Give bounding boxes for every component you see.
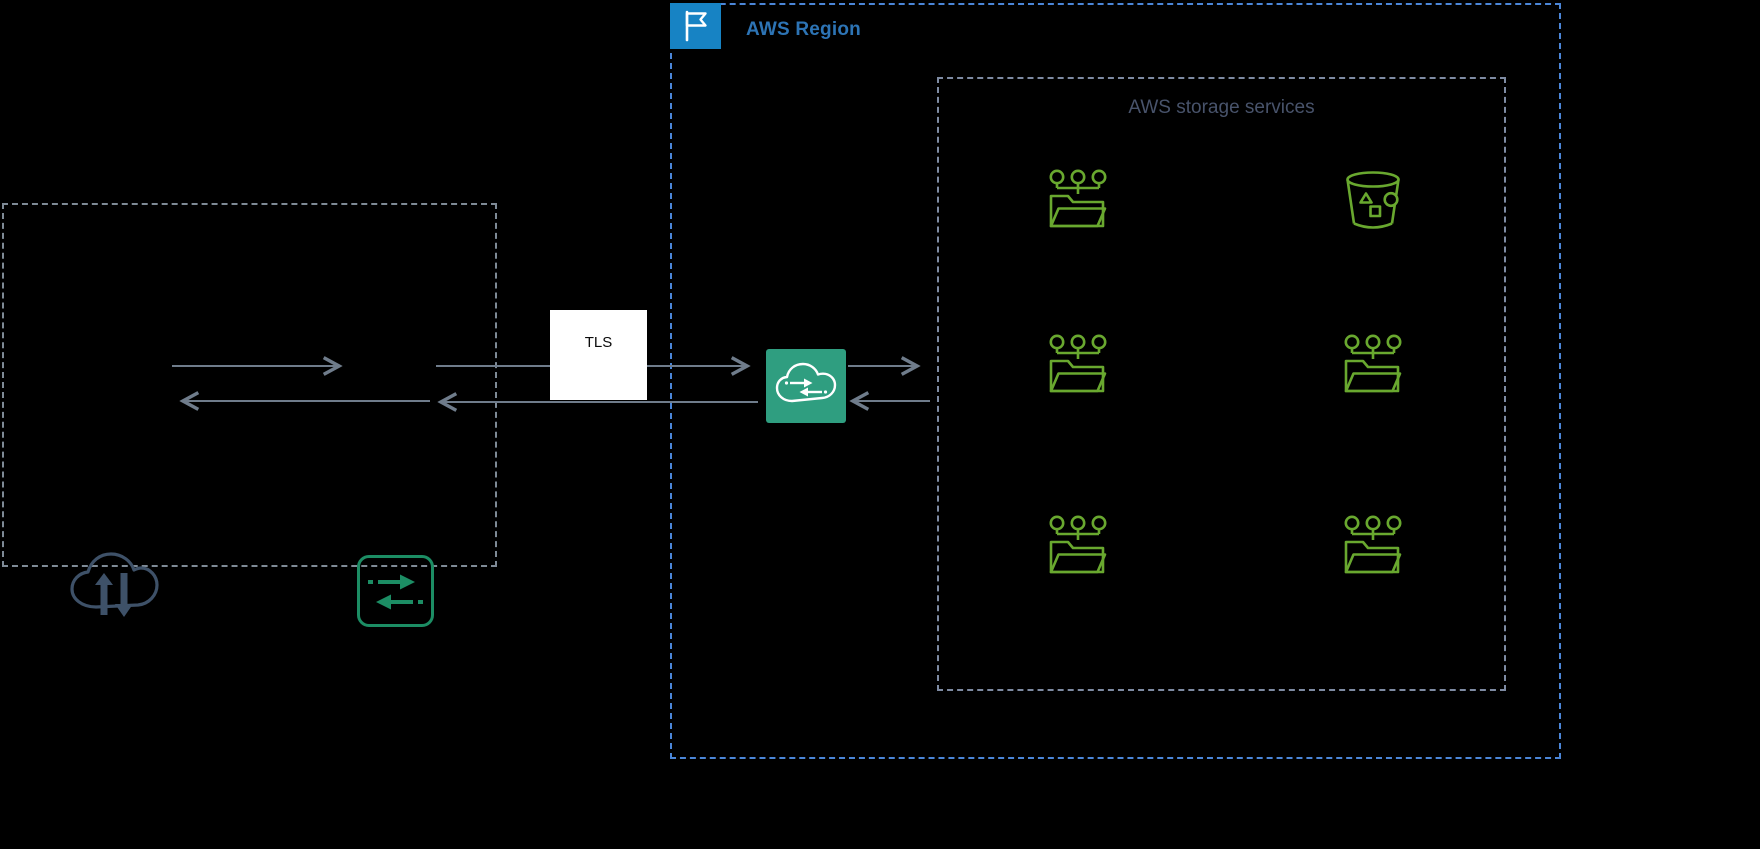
download-arrow <box>115 573 133 617</box>
s3-bucket-icon <box>1346 171 1400 229</box>
tls-callout: TLS <box>550 310 647 400</box>
internet-cloud-icon <box>70 552 159 617</box>
file-share-icon <box>1344 334 1402 393</box>
datasync-cloud-glyph <box>775 362 837 403</box>
datasync-agent-glyph <box>368 574 423 610</box>
file-share-icon <box>1344 515 1402 574</box>
upload-arrow <box>95 573 113 615</box>
file-share-icon <box>1049 169 1107 228</box>
on-premises-box <box>2 203 497 627</box>
datasync-agent-icon <box>357 555 434 627</box>
datasync-service-icon <box>766 349 846 423</box>
region-flag-icon <box>670 3 721 49</box>
storage-services-box: AWS storage services <box>937 77 1506 691</box>
aws-region-box: AWS Region AWS storage services <box>670 3 1561 759</box>
file-share-icon <box>1049 515 1107 574</box>
region-label: AWS Region <box>746 19 861 40</box>
storage-services-label: AWS storage services <box>1128 97 1315 118</box>
tls-label: TLS <box>584 334 613 351</box>
file-share-icon <box>1049 334 1107 393</box>
